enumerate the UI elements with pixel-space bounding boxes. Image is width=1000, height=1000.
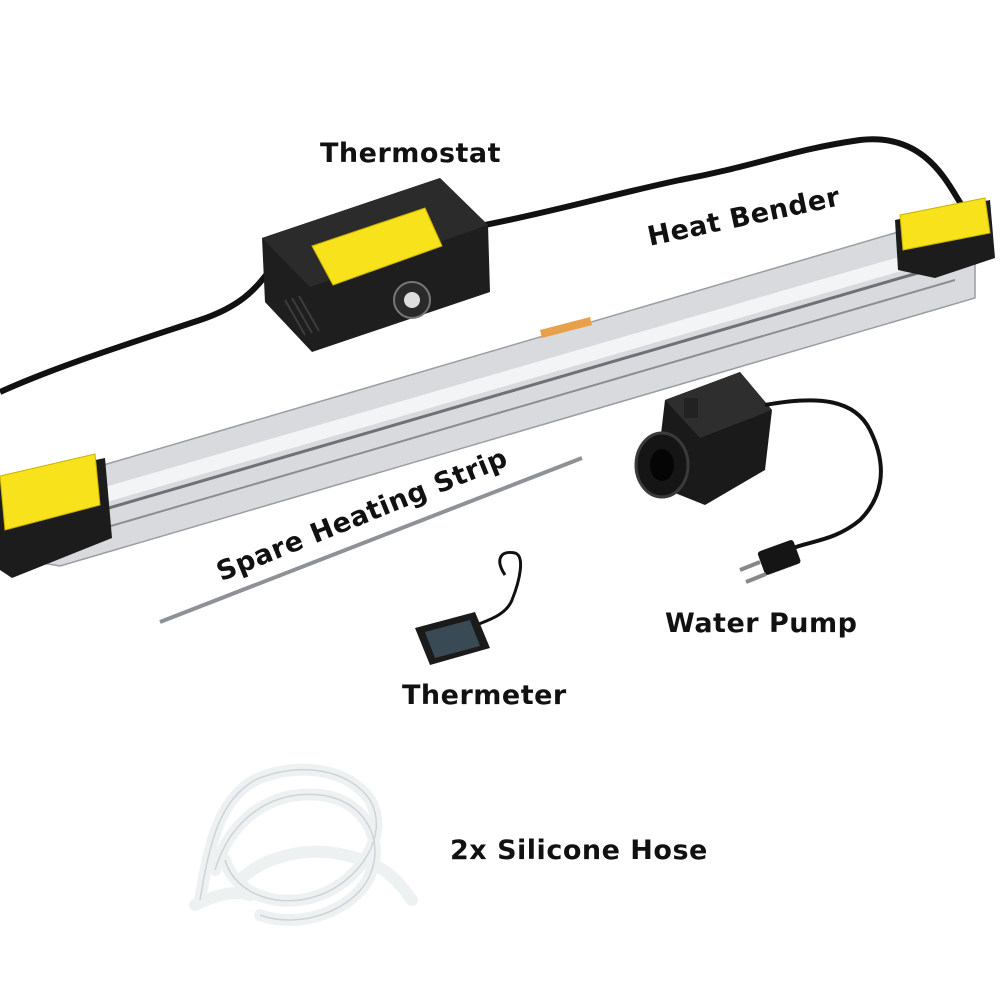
connection-cable	[484, 136, 968, 228]
power-cable	[0, 268, 273, 395]
heat-bender-bar	[0, 197, 995, 578]
water-pump-label: Water Pump	[665, 608, 858, 639]
spare-heating-strip	[159, 456, 583, 624]
thermostat-label: Thermostat	[320, 138, 502, 169]
thermeter-label: Thermeter	[402, 680, 567, 711]
thermostat-box	[262, 178, 490, 352]
water-pump	[634, 372, 883, 584]
silicone-hose-outline	[199, 768, 377, 921]
silicone-hose	[189, 763, 418, 926]
thermometer	[415, 550, 523, 665]
silicone-hose-label: 2x Silicone Hose	[450, 835, 708, 866]
